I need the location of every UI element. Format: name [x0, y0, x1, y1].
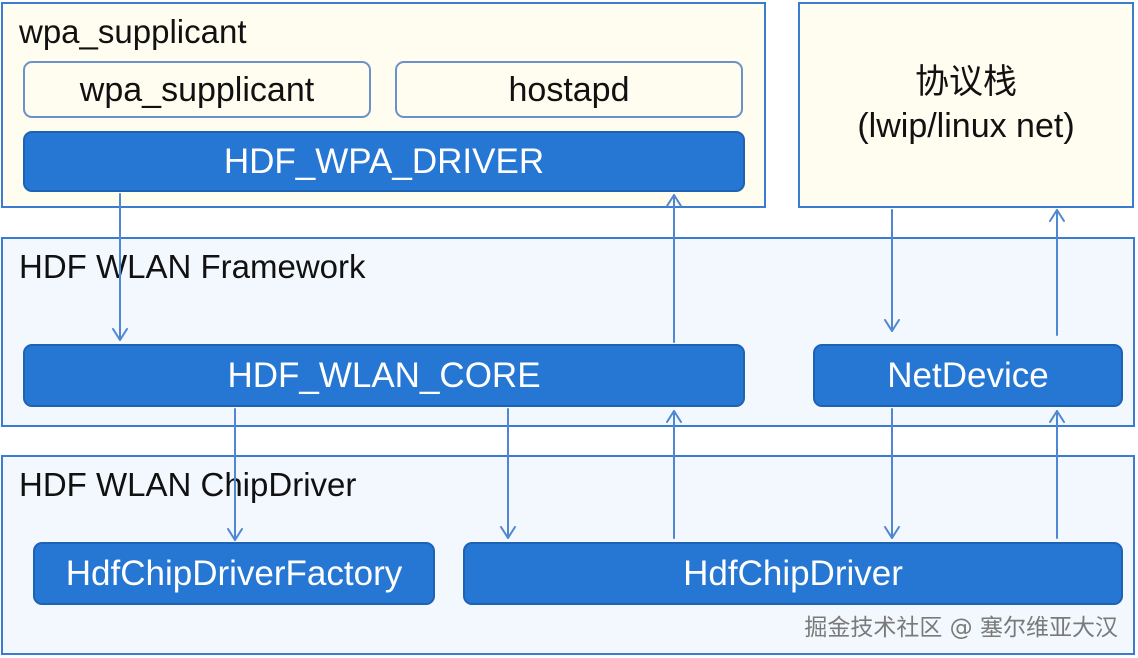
hdf-wpa-driver-box: HDF_WPA_DRIVER — [23, 131, 745, 192]
protocol-stack-box: 协议栈 (lwip/linux net) — [798, 2, 1134, 208]
arrow-chip-driver-to-net-device — [1049, 410, 1065, 539]
hdf-chip-driver-factory-box: HdfChipDriverFactory — [33, 542, 435, 605]
arrow-chip-driver-to-wlan-core — [666, 410, 682, 539]
arrow-net-device-to-protocol-stack — [1049, 209, 1065, 336]
arrow-wpa-driver-to-wlan-core — [112, 193, 128, 341]
watermark: 掘金技术社区 @ 塞尔维亚大汉 — [804, 615, 1118, 641]
wpa-supplicant-box: wpa_supplicant — [23, 61, 371, 118]
hdf-wlan-chipdriver-layer-title: HDF WLAN ChipDriver — [19, 466, 357, 503]
arrow-wlan-core-to-chip-driver — [500, 408, 516, 539]
arrow-net-device-to-chip-driver — [884, 408, 900, 539]
hdf-wlan-core-box: HDF_WLAN_CORE — [23, 344, 745, 407]
arrow-wlan-core-to-wpa-driver — [666, 194, 682, 343]
hdf-wlan-framework-layer-title: HDF WLAN Framework — [19, 248, 366, 285]
hdf-chip-driver-box: HdfChipDriver — [463, 542, 1123, 605]
hostapd-box: hostapd — [395, 61, 743, 118]
protocol-stack-subtitle: (lwip/linux net) — [857, 107, 1075, 145]
arrow-protocol-stack-to-net-device — [884, 209, 900, 332]
arrow-wlan-core-to-chip-driver-factory — [227, 408, 243, 541]
protocol-stack-title: 协议栈 — [915, 63, 1017, 102]
net-device-box: NetDevice — [813, 344, 1123, 407]
wpa-supplicant-layer-title: wpa_supplicant — [19, 13, 247, 50]
